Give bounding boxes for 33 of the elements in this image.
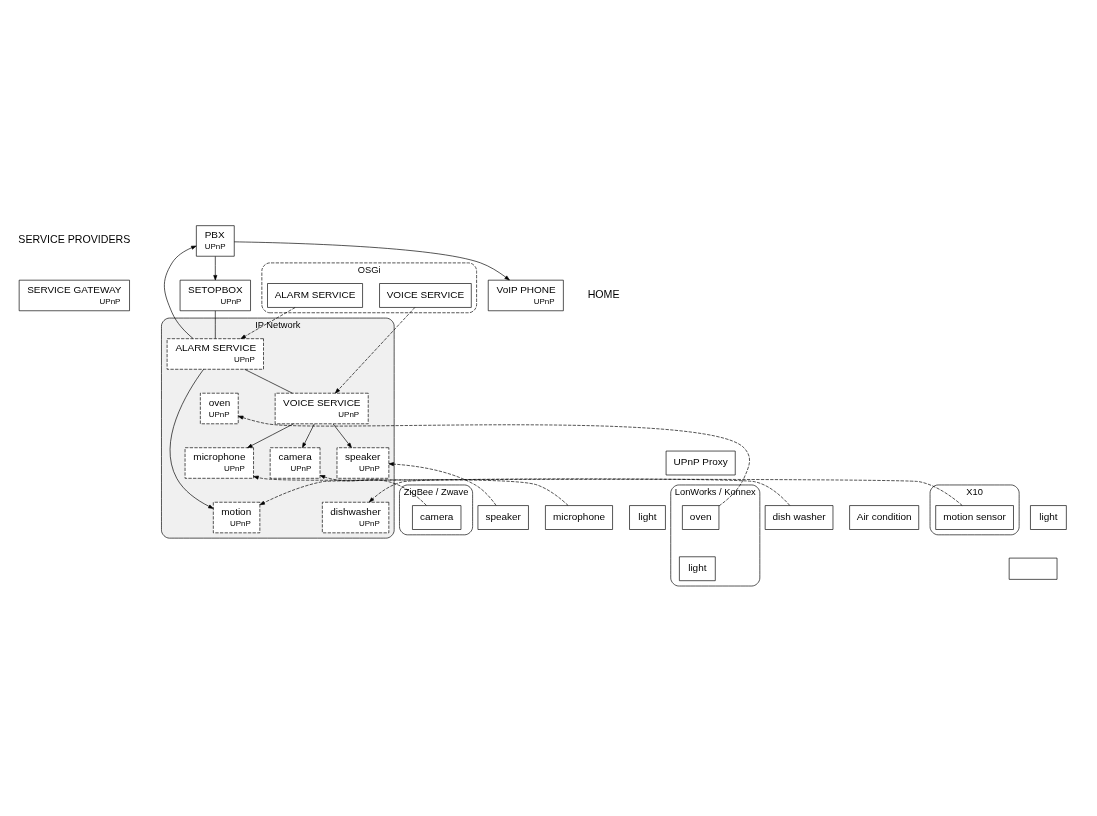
arrow: [302, 423, 315, 448]
arrow: [388, 461, 497, 506]
node-box: dish washer: [764, 504, 834, 530]
arrow: [247, 423, 294, 448]
node-box: camera: [412, 504, 462, 530]
label: HOME: [587, 287, 620, 300]
node-box: light: [1030, 504, 1067, 530]
arrow: [238, 415, 750, 506]
label: SERVICE PROVIDERS: [18, 232, 131, 245]
arrow: [213, 255, 218, 280]
arrow: [368, 478, 791, 506]
node-box: light: [629, 504, 666, 530]
node-box: oven: [682, 504, 720, 530]
arrow: [332, 423, 352, 448]
arrow: [169, 368, 214, 509]
connector: [215, 310, 216, 339]
arrow: [240, 306, 296, 339]
arrow: [164, 245, 197, 339]
arrow: [259, 478, 963, 506]
node-box: ALARM SERVICE: [267, 282, 363, 308]
node-box: motion sensor: [935, 504, 1014, 530]
node-box: microphone: [545, 504, 613, 530]
connector: [244, 368, 293, 394]
node-box: speaker: [477, 504, 529, 530]
arrow: [335, 306, 416, 393]
arrow: [233, 241, 510, 280]
arrow: [319, 474, 427, 506]
node-box: light: [679, 555, 716, 581]
node-box: VOICE SERVICE: [379, 282, 472, 308]
arrow: [253, 475, 569, 506]
node-box: Air condition: [849, 504, 920, 530]
node-box: UPnP Proxy: [665, 450, 736, 475]
node-box: [1008, 557, 1058, 580]
